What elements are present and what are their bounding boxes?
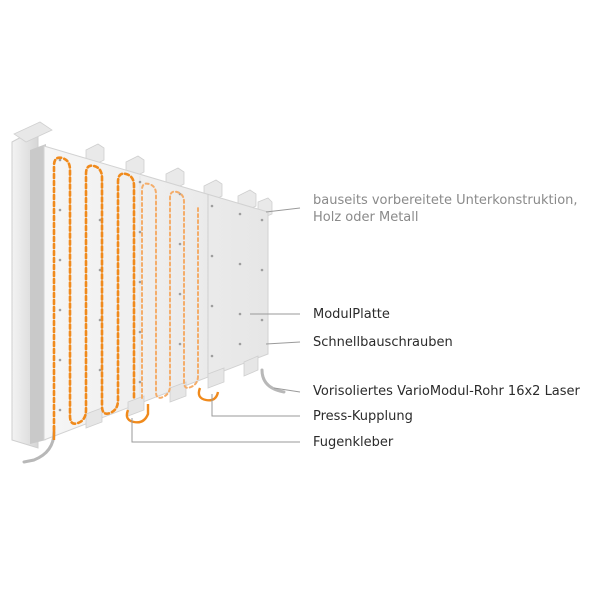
- label-modulplatte: ModulPlatte: [313, 307, 390, 322]
- leader-lines: [131, 207, 301, 443]
- label-unterkonstruktion-line1: bauseits vorbereitete Unterkonstruktion,: [313, 193, 578, 208]
- pipe-loop-left: [52, 156, 136, 432]
- label-rohr: Vorisoliertes VarioModul-Rohr 16x2 Laser: [313, 384, 580, 399]
- label-unterkonstruktion-line2: Holz oder Metall: [313, 210, 419, 225]
- label-fugenkleber: Fugenkleber: [313, 435, 394, 450]
- press-couplings: [125, 387, 220, 424]
- pipe-loop-middle: [141, 182, 199, 399]
- label-press-kupplung: Press-Kupplung: [313, 409, 413, 424]
- label-schnellbauschrauben: Schnellbauschrauben: [313, 335, 453, 350]
- left-profile: [11, 121, 53, 449]
- bottom-battens: [85, 355, 259, 429]
